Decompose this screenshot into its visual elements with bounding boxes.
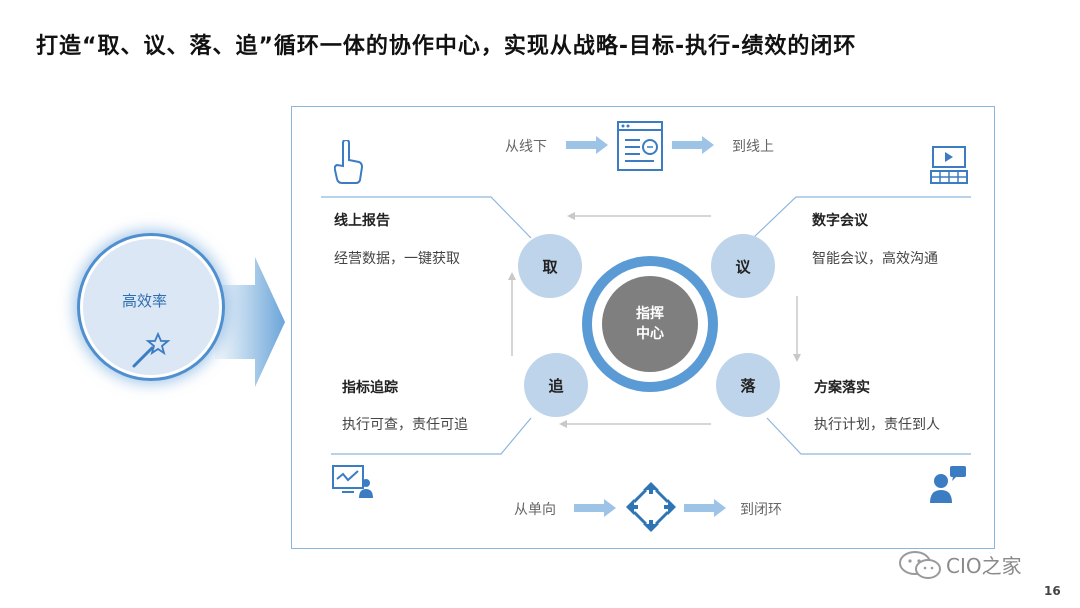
command-center-hub: 指挥 中心 [602, 276, 698, 372]
computer-icon [930, 146, 968, 184]
page-title: 打造“取、议、落、追”循环一体的协作中心，实现从战略-目标-执行-绩效的闭环 [36, 34, 857, 59]
watermark-text: CIO之家 [946, 554, 1022, 578]
node-luo: 落 [716, 353, 780, 417]
section-bottom-right-title: 方案落实 [814, 380, 870, 396]
section-bottom-left-desc: 执行可查，责任可追 [342, 417, 468, 433]
hub-line-1: 指挥 [636, 306, 664, 322]
magic-wand-icon [132, 331, 171, 368]
document-icon [617, 121, 663, 171]
page-number: 16 [1044, 584, 1061, 598]
node-yi: 议 [711, 234, 775, 298]
top-flow-to: 到线上 [732, 139, 774, 155]
hub-line-2: 中心 [636, 326, 664, 342]
efficiency-label: 高效率 [122, 292, 168, 310]
top-flow-from: 从线下 [505, 139, 547, 155]
section-bottom-right-desc: 执行计划，责任到人 [814, 417, 940, 433]
section-top-left-title: 线上报告 [334, 213, 390, 229]
touch-hand-icon [334, 140, 364, 184]
bottom-flow-from: 从单向 [514, 502, 556, 518]
section-top-right-desc: 智能会议，高效沟通 [812, 251, 938, 267]
node-zhui: 追 [524, 353, 588, 417]
cycle-arrows-icon [626, 482, 676, 532]
section-top-left-desc: 经营数据，一键获取 [334, 251, 460, 267]
arrow-right-icon [566, 136, 608, 154]
connector-lines [321, 196, 971, 455]
user-chat-icon [930, 466, 966, 503]
big-right-arrow-icon [215, 257, 285, 387]
section-top-right-title: 数字会议 [812, 213, 868, 229]
node-qu: 取 [518, 234, 582, 298]
arrow-right-icon [672, 136, 714, 154]
monitor-user-icon [332, 465, 373, 498]
bottom-flow-to: 到闭环 [740, 502, 782, 518]
wechat-logo-icon [899, 551, 941, 579]
arrow-right-icon [574, 499, 616, 517]
diagram-panel [291, 106, 995, 549]
section-bottom-left-title: 指标追踪 [342, 380, 398, 396]
arrow-right-icon [684, 499, 726, 517]
